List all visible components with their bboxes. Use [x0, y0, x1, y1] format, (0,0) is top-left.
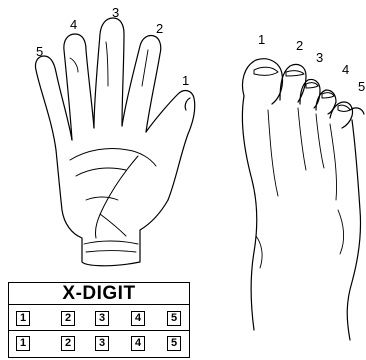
xdigit-cell[interactable]: 1: [16, 336, 30, 351]
hand-digit-label-5: 5: [36, 45, 43, 58]
xdigit-divider: [9, 330, 189, 331]
xdigit-table: X-DIGIT 1 2 3 4 5 1 2 3 4 5: [8, 282, 190, 358]
xdigit-row-2: 1 2 3 4 5: [9, 334, 189, 354]
hand-digit-label-1: 1: [182, 74, 189, 87]
hand-digit-label-3: 3: [112, 6, 119, 19]
xdigit-cell[interactable]: 3: [95, 311, 109, 326]
foot-digit-label-1: 1: [258, 33, 265, 46]
foot-digit-label-3: 3: [316, 51, 323, 64]
xdigit-cell[interactable]: 3: [95, 336, 109, 351]
foot-digit-label-4: 4: [342, 63, 349, 76]
xdigit-row-1: 1 2 3 4 5: [9, 309, 189, 329]
xdigit-cell[interactable]: 2: [61, 311, 75, 326]
xdigit-title: X-DIGIT: [9, 283, 189, 305]
foot-digit-label-2: 2: [296, 39, 303, 52]
foot-drawing: [242, 59, 364, 340]
xdigit-cell[interactable]: 1: [16, 311, 30, 326]
hand-drawing: [35, 18, 194, 266]
foot-digit-label-5: 5: [358, 80, 365, 93]
xdigit-cell[interactable]: 5: [167, 336, 181, 351]
xdigit-cell[interactable]: 2: [61, 336, 75, 351]
xdigit-cell[interactable]: 4: [131, 311, 145, 326]
hand-digit-label-4: 4: [70, 18, 77, 31]
xdigit-cell[interactable]: 4: [131, 336, 145, 351]
xdigit-cell[interactable]: 5: [167, 311, 181, 326]
hand-digit-label-2: 2: [156, 22, 163, 35]
